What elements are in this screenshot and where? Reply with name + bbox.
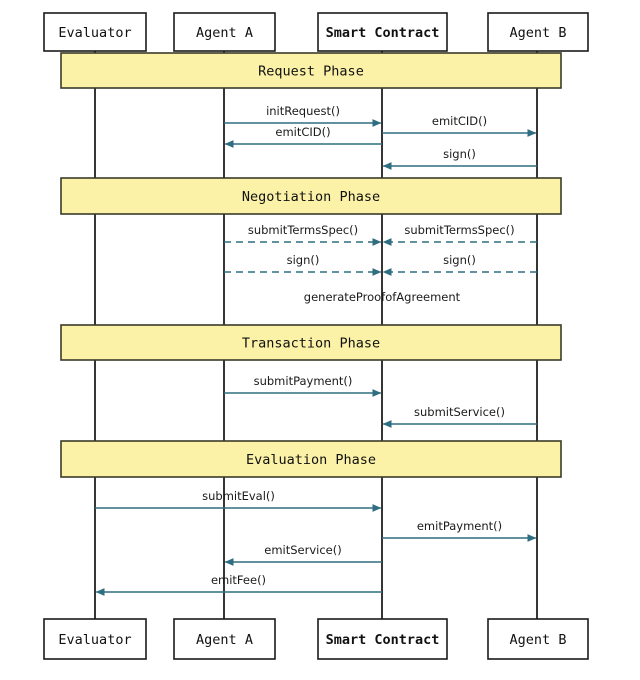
- phase-bar-negotiation[interactable]: Negotiation Phase: [60, 177, 562, 215]
- message-label-submit-payment: submitPayment(): [254, 374, 353, 388]
- phase-bar-evaluation[interactable]: Evaluation Phase: [60, 440, 562, 478]
- message-submit-payment[interactable]: submitPayment(): [224, 374, 382, 397]
- message-label-emit-cid-to-a: emitCID(): [275, 125, 330, 139]
- message-emit-cid-to-b[interactable]: emitCID(): [382, 114, 537, 137]
- phase-label-request: Request Phase: [258, 64, 364, 80]
- note-generate-proof: generateProofofAgreement: [304, 290, 461, 304]
- message-label-emit-payment: emitPayment(): [417, 519, 502, 533]
- message-submit-terms-b[interactable]: submitTermsSpec(): [382, 223, 537, 246]
- phase-label-transaction: Transaction Phase: [242, 336, 380, 352]
- actor-box-bottom-label-evaluator: Evaluator: [58, 632, 131, 648]
- actor-box-bottom-smart_contract[interactable]: Smart Contract: [317, 618, 448, 660]
- actor-box-top-smart_contract[interactable]: Smart Contract: [317, 12, 448, 52]
- message-emit-service[interactable]: emitService(): [224, 543, 382, 566]
- actor-box-top-label-evaluator: Evaluator: [58, 25, 131, 41]
- message-emit-fee[interactable]: emitFee(): [95, 573, 382, 596]
- actor-box-bottom-label-smart_contract: Smart Contract: [326, 632, 440, 648]
- message-label-emit-cid-to-b: emitCID(): [432, 114, 487, 128]
- actor-box-top-agent_b[interactable]: Agent B: [487, 12, 589, 52]
- message-label-submit-terms-a: submitTermsSpec(): [248, 223, 358, 237]
- message-label-emit-fee: emitFee(): [211, 573, 266, 587]
- actor-box-bottom-label-agent_b: Agent B: [510, 632, 567, 648]
- message-submit-eval[interactable]: submitEval(): [95, 489, 382, 512]
- phase-bar-request[interactable]: Request Phase: [60, 52, 562, 89]
- actor-box-bottom-agent_a[interactable]: Agent A: [173, 618, 276, 660]
- message-sign-from-b[interactable]: sign(): [382, 147, 537, 170]
- message-label-submit-eval: submitEval(): [202, 489, 275, 503]
- message-submit-service[interactable]: submitService(): [382, 405, 537, 428]
- actor-box-top-evaluator[interactable]: Evaluator: [43, 12, 147, 52]
- actor-boxes-top-group: Evaluator Agent A Smart Contract Agent B: [43, 12, 589, 52]
- actor-box-top-label-agent_a: Agent A: [196, 25, 253, 41]
- notes-group: generateProofofAgreement: [304, 290, 461, 304]
- phase-label-evaluation: Evaluation Phase: [246, 452, 376, 468]
- actor-box-top-label-agent_b: Agent B: [510, 25, 567, 41]
- message-label-init-request: initRequest(): [266, 104, 340, 118]
- message-emit-payment[interactable]: emitPayment(): [382, 519, 537, 542]
- message-emit-cid-to-a[interactable]: emitCID(): [224, 125, 382, 148]
- phase-bar-transaction[interactable]: Transaction Phase: [60, 324, 562, 361]
- message-label-sign-b: sign(): [443, 253, 476, 267]
- message-label-submit-service: submitService(): [414, 405, 505, 419]
- phase-label-negotiation: Negotiation Phase: [242, 189, 380, 205]
- actor-boxes-bottom-group: Evaluator Agent A Smart Contract Agent B: [43, 618, 589, 660]
- actor-box-top-label-smart_contract: Smart Contract: [326, 25, 440, 41]
- message-label-emit-service: emitService(): [264, 543, 341, 557]
- message-init-request[interactable]: initRequest(): [224, 104, 382, 127]
- actor-box-bottom-label-agent_a: Agent A: [196, 632, 253, 648]
- messages-group: initRequest() emitCID() emitCID() sign() sub…: [95, 104, 537, 596]
- message-submit-terms-a[interactable]: submitTermsSpec(): [224, 223, 382, 246]
- actor-box-top-agent_a[interactable]: Agent A: [173, 12, 276, 52]
- message-sign-a[interactable]: sign(): [224, 253, 382, 276]
- message-label-submit-terms-b: submitTermsSpec(): [404, 223, 514, 237]
- actor-box-bottom-agent_b[interactable]: Agent B: [487, 618, 589, 660]
- message-label-sign-from-b: sign(): [443, 147, 476, 161]
- message-label-sign-a: sign(): [287, 253, 320, 267]
- actor-box-bottom-evaluator[interactable]: Evaluator: [43, 618, 147, 660]
- message-sign-b[interactable]: sign(): [382, 253, 537, 276]
